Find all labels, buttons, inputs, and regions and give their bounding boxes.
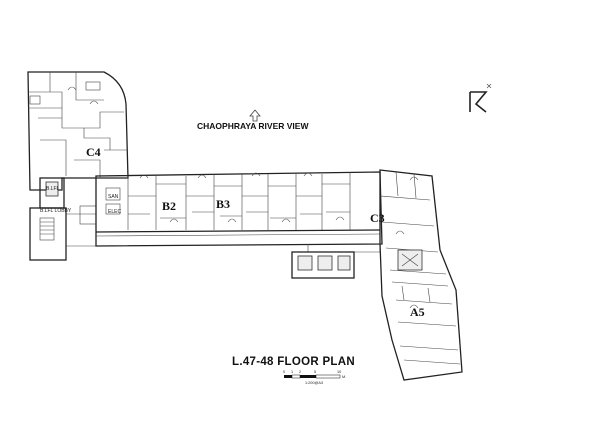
lift-core	[29, 177, 97, 261]
floor-plan-title: L.47-48 FLOOR PLAN	[232, 356, 355, 368]
scale-tick-2: 2	[299, 370, 301, 374]
room-label-elec: ELEC	[108, 209, 121, 215]
unit-label-b2: B2	[162, 199, 176, 213]
wing-c4	[27, 71, 129, 191]
room-label-san: SAN	[108, 194, 119, 200]
unit-label-c3: C3	[370, 211, 385, 225]
scale-ratio: 1:200@A3	[305, 381, 323, 385]
scale-tick-0: 0	[283, 370, 285, 374]
north-arrow-icon	[469, 83, 492, 113]
room-label-blfl: B.LFL	[46, 186, 60, 192]
scale-unit: M.	[342, 375, 346, 379]
scale-tick-1: 1	[291, 370, 293, 374]
room-label-blfl-lobby: B.LFL LOBBY	[40, 208, 72, 214]
scale-tick-5: 5	[314, 370, 316, 374]
unit-label-c4: C4	[86, 145, 101, 159]
wing-center	[95, 171, 383, 253]
unit-label-a5: A5	[410, 305, 425, 319]
unit-label-b3: B3	[216, 197, 230, 211]
scale-tick-10: 10	[337, 370, 341, 374]
river-view-arrow-icon	[249, 109, 261, 122]
river-view-label: CHAOPHRAYA RIVER VIEW	[197, 121, 309, 131]
scale-bar: 0 1 2 5 10 M. 1:200@A3	[283, 370, 346, 385]
balconies	[291, 251, 355, 279]
wing-c3-a5	[379, 169, 463, 381]
